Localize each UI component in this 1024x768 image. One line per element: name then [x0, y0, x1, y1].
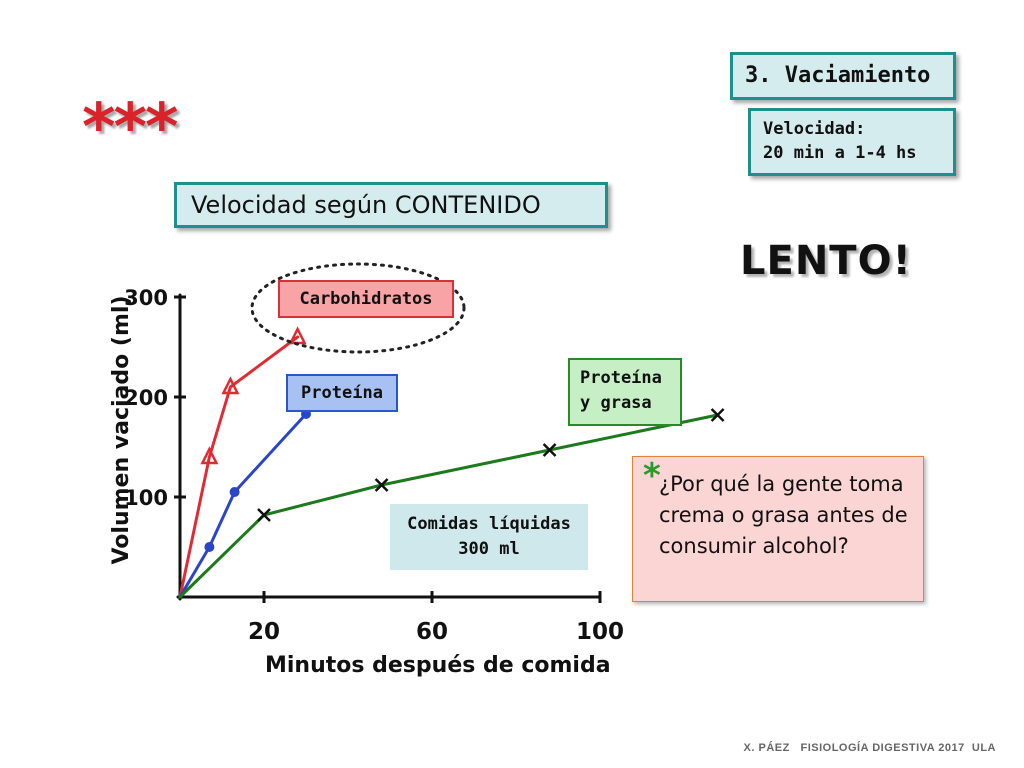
series-0-point-1	[200, 446, 219, 465]
legend-proteina-grasa-text: Proteína y grasa	[580, 368, 662, 413]
series-line-0	[178, 335, 300, 599]
series-2-point-1	[257, 508, 271, 522]
series-1-point-1	[204, 542, 215, 552]
series-0-point-2	[221, 376, 240, 395]
legend-carbohidratos-text: Carbohidratos	[299, 289, 433, 309]
liquid-meal-annotation: Comidas líquidas 300 ml	[390, 504, 588, 570]
star-icon: *	[643, 456, 661, 496]
speed-label: Velocidad:	[763, 119, 866, 139]
series-1-point-2	[229, 487, 240, 497]
speed-info-box: Velocidad: 20 min a 1-4 hs	[748, 108, 956, 176]
subtitle-box: Velocidad según CONTENIDO	[174, 182, 608, 228]
speed-value: 20 min a 1-4 hs	[763, 143, 917, 163]
subtitle: Velocidad según CONTENIDO	[191, 191, 541, 219]
legend-carbohidratos: Carbohidratos	[278, 280, 454, 318]
decorative-stars: ***	[82, 91, 178, 165]
tick-labels: 100 200 300 20 60 100	[124, 286, 624, 645]
carb-highlight-ellipse	[250, 262, 466, 354]
series-2-point-3	[542, 443, 557, 457]
y-tick-label-2: 300	[124, 286, 168, 310]
question-text: ¿Por qué la gente toma crema o grasa ant…	[659, 472, 908, 558]
series-2-point-2	[374, 478, 389, 492]
section-title: 3. Vaciamiento	[745, 63, 931, 88]
chart-axes	[174, 293, 602, 603]
chart-series	[178, 326, 725, 599]
liquid-meal-text: Comidas líquidas 300 ml	[407, 514, 571, 559]
x-tick-label-2: 100	[576, 619, 624, 645]
y-tick-label-1: 200	[124, 386, 168, 410]
series-line-1	[178, 412, 308, 599]
x-tick-label-0: 20	[248, 619, 280, 645]
y-tick-label-0: 100	[124, 486, 168, 510]
footer-credit: X. PÁEZ FISIOLOGÍA DIGESTIVA 2017 ULA	[743, 742, 996, 754]
y-axis-label: Volumen vaciado (ml)	[109, 295, 134, 564]
x-tick-label-1: 60	[416, 619, 448, 645]
series-2-point-4	[710, 408, 725, 422]
section-title-box: 3. Vaciamiento	[730, 52, 956, 100]
question-box: * ¿Por qué la gente toma crema o grasa a…	[632, 456, 924, 602]
legend-proteina-text: Proteína	[301, 383, 383, 403]
legend-proteina: Proteína	[286, 374, 398, 412]
legend-proteina-grasa: Proteína y grasa	[568, 358, 682, 426]
slow-label: LENTO!	[740, 238, 912, 284]
x-axis-label: Minutos después de comida	[265, 653, 611, 678]
